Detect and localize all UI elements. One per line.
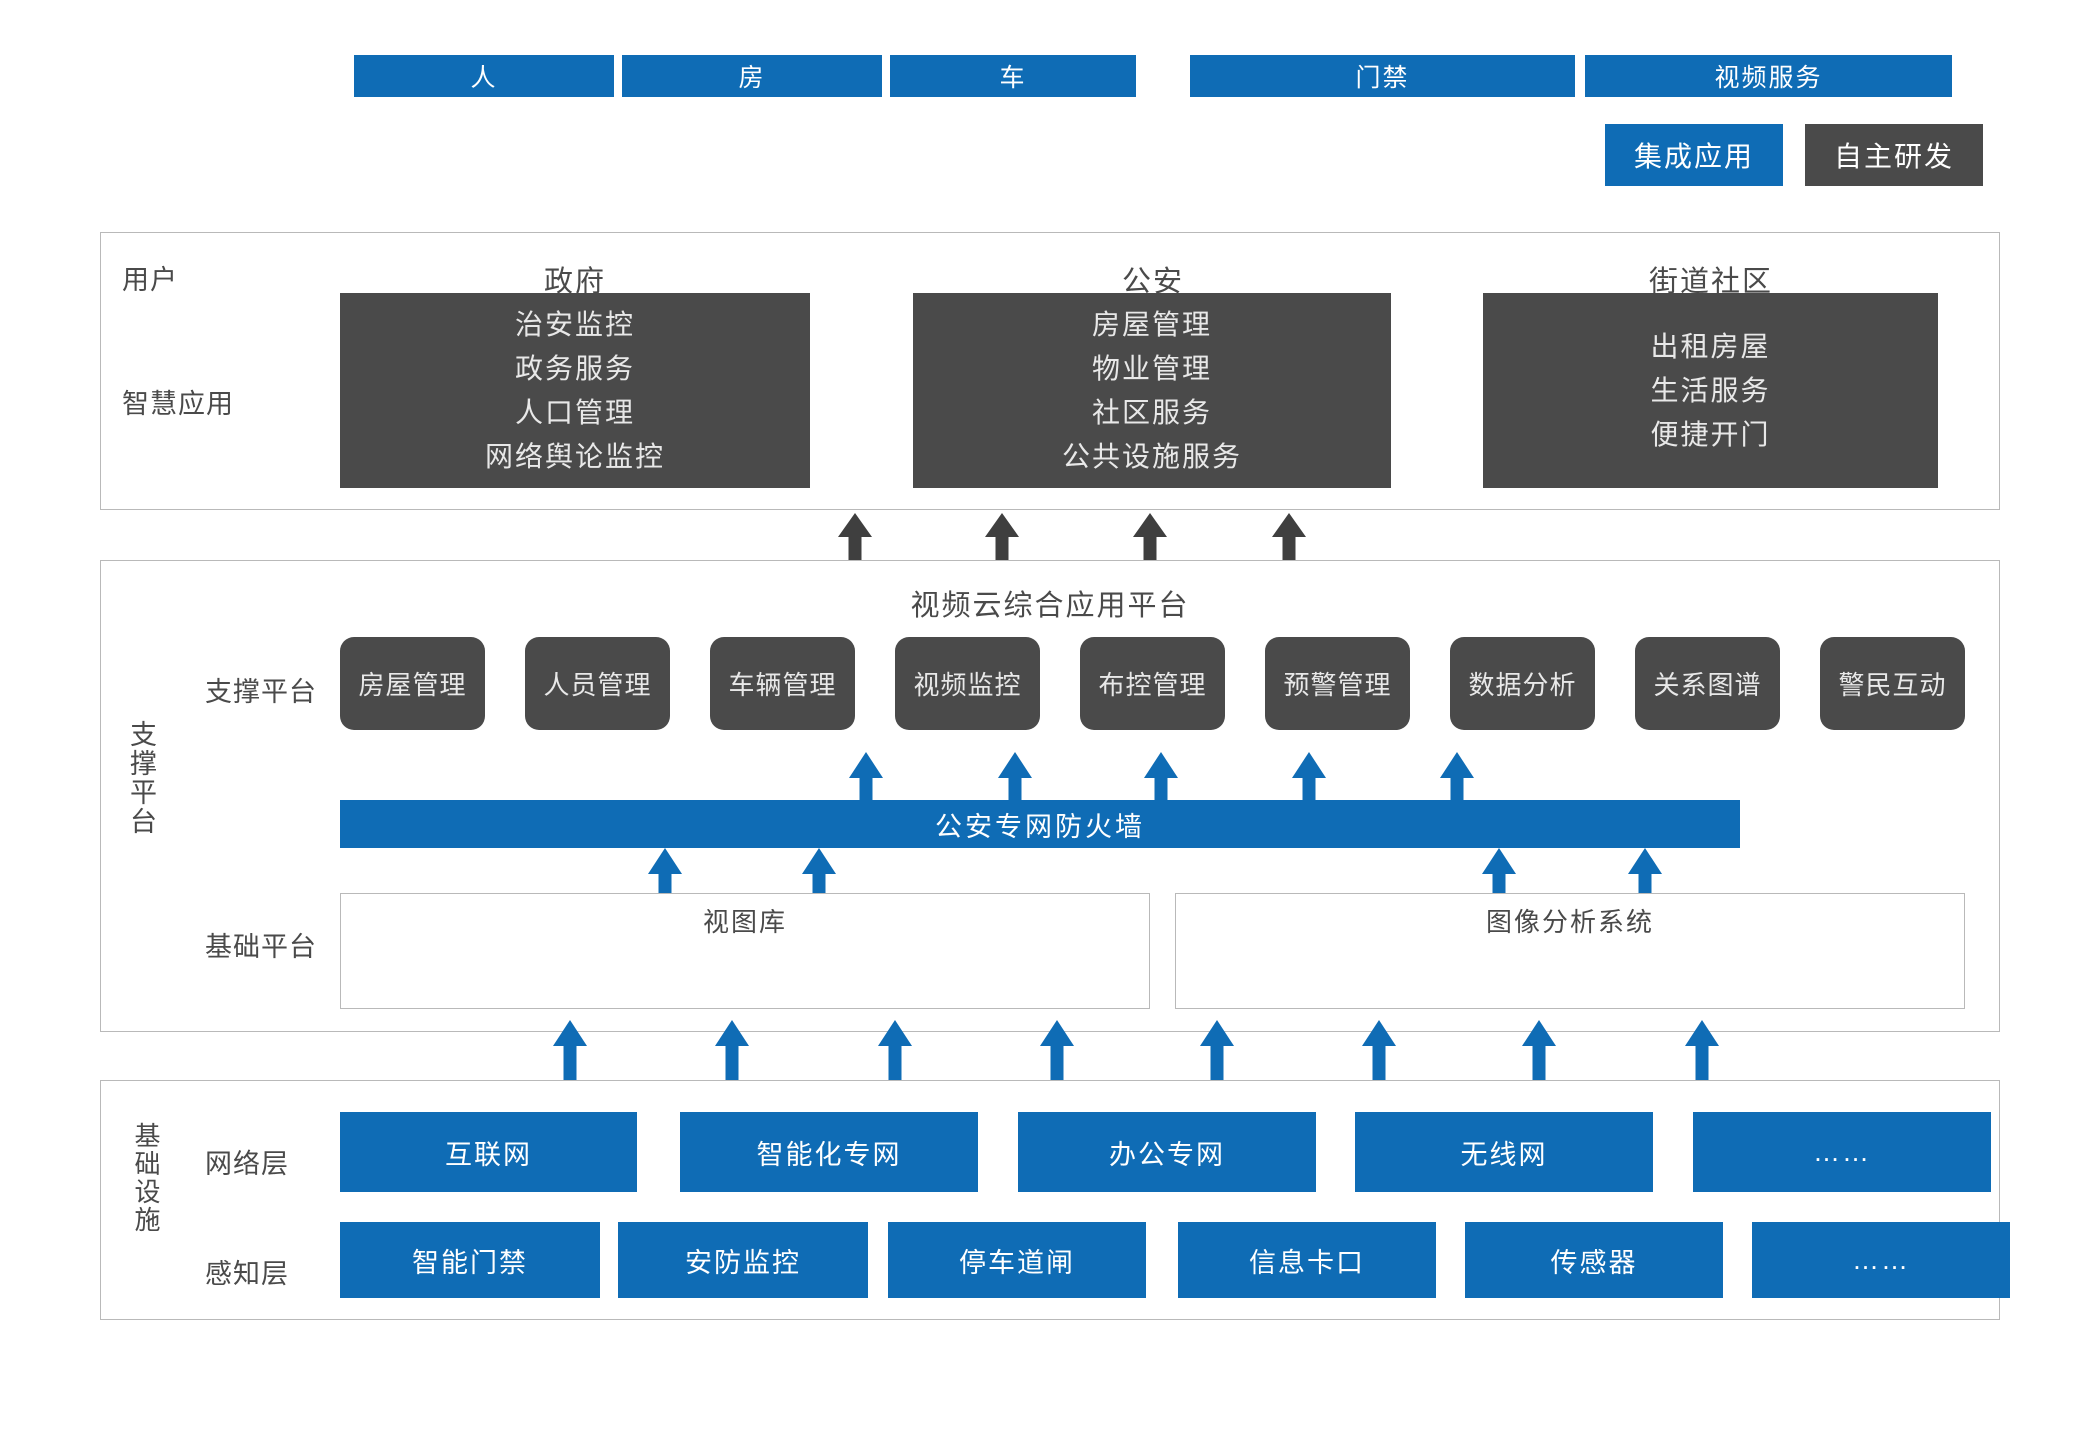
flow-arrow-up-blue <box>1628 848 1662 896</box>
support-card-alarm-management[interactable]: 预警管理 <box>1265 637 1410 730</box>
flow-arrow-up-blue <box>1440 752 1474 800</box>
flow-arrow-up-blue <box>1040 1020 1074 1080</box>
base-group-image-analysis-system: 图像分析系统 <box>1175 893 1965 1009</box>
app-item: 社区服务 <box>1091 396 1212 428</box>
flow-arrow-up-blue <box>998 752 1032 800</box>
flow-arrow-up-dark <box>1272 513 1306 560</box>
legend-self-developed: 自主研发 <box>1805 124 1983 186</box>
base-group-view-library: 视图库 <box>340 893 1150 1009</box>
perception-chip-info-checkpoint[interactable]: 信息卡口 <box>1178 1222 1436 1298</box>
group-title-public-security: 公安 <box>1121 266 1185 298</box>
firewall-bar[interactable]: 公安专网防火墙 <box>340 800 1740 848</box>
flow-arrow-up-blue <box>849 752 883 800</box>
app-item: 公共设施服务 <box>1061 440 1242 472</box>
vertical-label-infrastructure: 基础设施 <box>131 1122 161 1234</box>
app-box-public-security[interactable]: 房屋管理 物业管理 社区服务 公共设施服务 <box>913 293 1391 488</box>
row-label-base-platform: 基础平台 <box>205 932 317 962</box>
flow-arrow-up-blue <box>1292 752 1326 800</box>
support-card-vehicle-management[interactable]: 车辆管理 <box>710 637 855 730</box>
row-label-user: 用户 <box>122 265 178 295</box>
flow-arrow-up-blue <box>553 1020 587 1080</box>
support-card-data-analysis[interactable]: 数据分析 <box>1450 637 1595 730</box>
flow-arrow-up-blue <box>1362 1020 1396 1080</box>
flow-arrow-up-blue <box>802 848 836 896</box>
support-card-personnel-management[interactable]: 人员管理 <box>525 637 670 730</box>
vertical-label-support-platform: 支撑平台 <box>126 720 156 836</box>
row-label-perception-layer: 感知层 <box>205 1259 289 1289</box>
network-chip-internet[interactable]: 互联网 <box>340 1112 637 1192</box>
support-card-video-surveillance[interactable]: 视频监控 <box>895 637 1040 730</box>
flow-arrow-up-blue <box>1482 848 1516 896</box>
flow-arrow-up-dark <box>1133 513 1167 560</box>
app-item: 出租房屋 <box>1650 330 1771 362</box>
platform-title: 视频云综合应用平台 <box>910 590 1190 622</box>
app-item: 网络舆论监控 <box>484 440 665 472</box>
perception-chip-sensor[interactable]: 传感器 <box>1465 1222 1723 1298</box>
base-chip-vehicle[interactable]: 车 <box>890 55 1136 97</box>
perception-chip-more[interactable]: …… <box>1752 1222 2010 1298</box>
app-item: 人口管理 <box>514 396 635 428</box>
flow-arrow-up-dark <box>838 513 872 560</box>
support-card-housing-management[interactable]: 房屋管理 <box>340 637 485 730</box>
base-chip-house[interactable]: 房 <box>622 55 882 97</box>
network-chip-smart-private[interactable]: 智能化专网 <box>680 1112 978 1192</box>
base-chip-person[interactable]: 人 <box>354 55 614 97</box>
row-label-network-layer: 网络层 <box>205 1149 289 1179</box>
flow-arrow-up-blue <box>1685 1020 1719 1080</box>
app-box-street-community[interactable]: 出租房屋 生活服务 便捷开门 <box>1483 293 1938 488</box>
network-chip-more[interactable]: …… <box>1693 1112 1991 1192</box>
app-item: 物业管理 <box>1091 352 1212 384</box>
flow-arrow-up-blue <box>878 1020 912 1080</box>
perception-chip-parking-barrier[interactable]: 停车道闸 <box>888 1222 1146 1298</box>
app-item: 政务服务 <box>514 352 635 384</box>
network-chip-wireless[interactable]: 无线网 <box>1355 1112 1653 1192</box>
flow-arrow-up-blue <box>1144 752 1178 800</box>
support-card-control-management[interactable]: 布控管理 <box>1080 637 1225 730</box>
base-group-title: 图像分析系统 <box>1485 907 1655 937</box>
row-label-smart-application: 智慧应用 <box>122 389 234 419</box>
app-item: 生活服务 <box>1650 374 1771 406</box>
base-chip-access-control[interactable]: 门禁 <box>1190 55 1575 97</box>
flow-arrow-up-blue <box>1200 1020 1234 1080</box>
base-chip-video-service[interactable]: 视频服务 <box>1585 55 1952 97</box>
app-box-government[interactable]: 治安监控 政务服务 人口管理 网络舆论监控 <box>340 293 810 488</box>
legend: 集成应用 自主研发 <box>1605 124 1983 186</box>
group-title-government: 政府 <box>543 266 607 298</box>
legend-integrated-application: 集成应用 <box>1605 124 1783 186</box>
perception-chip-smart-access-control[interactable]: 智能门禁 <box>340 1222 600 1298</box>
flow-arrow-up-blue <box>648 848 682 896</box>
app-item: 便捷开门 <box>1650 418 1771 450</box>
perception-chip-security-monitoring[interactable]: 安防监控 <box>618 1222 868 1298</box>
app-item: 治安监控 <box>514 308 635 340</box>
support-card-police-interaction[interactable]: 警民互动 <box>1820 637 1965 730</box>
row-label-support-platform: 支撑平台 <box>205 677 317 707</box>
flow-arrow-up-blue <box>715 1020 749 1080</box>
base-group-title: 视图库 <box>702 907 788 937</box>
flow-arrow-up-dark <box>985 513 1019 560</box>
app-item: 房屋管理 <box>1091 308 1212 340</box>
network-chip-office-private[interactable]: 办公专网 <box>1018 1112 1316 1192</box>
group-title-street-community: 街道社区 <box>1648 266 1774 298</box>
flow-arrow-up-blue <box>1522 1020 1556 1080</box>
support-card-relationship-graph[interactable]: 关系图谱 <box>1635 637 1780 730</box>
